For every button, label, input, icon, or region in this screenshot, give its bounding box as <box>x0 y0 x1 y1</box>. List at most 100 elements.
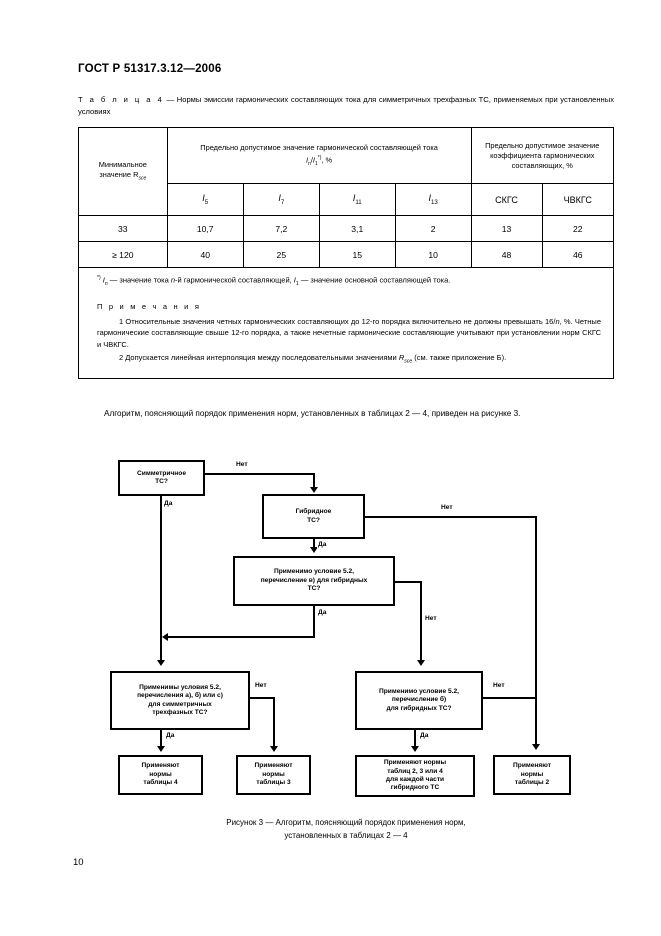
flowbox-result-t234-line4: гибридного ТС <box>390 784 440 792</box>
table-caption-dash: — <box>163 95 177 104</box>
cell-i13: 2 <box>394 215 472 242</box>
cell-i5: 10,7 <box>166 215 244 242</box>
arrow-sym-yes <box>157 660 165 666</box>
flowbox-cond-b-line2: перечисление б) <box>391 696 447 704</box>
flowbox-result-table3: Применяют нормы таблицы 3 <box>236 755 311 795</box>
header-cell-skgs: СКГС <box>470 183 543 216</box>
flowbox-result-t2-line1: Применяют <box>513 762 551 770</box>
edge-label-sym-no: Нет <box>235 461 249 468</box>
edge-sym-no-v <box>313 473 316 488</box>
arrow-condv-no <box>417 660 425 666</box>
header-cell-coeff-group: Предельно допустимое значение коэффициен… <box>470 127 614 184</box>
header-current-text: Предельно допустимое значение гармоничес… <box>200 142 438 152</box>
edge-label-condb-no: Нет <box>492 682 506 689</box>
cell-i11: 3,1 <box>318 215 396 242</box>
edge-condv-yes-v <box>313 606 316 638</box>
flowbox-result-t234-line1: Применяют нормы <box>383 759 447 767</box>
cell-i13: 10 <box>394 241 472 268</box>
header-current-unit: , % <box>321 155 333 164</box>
flowbox-result-t234-line3: для каждой части <box>385 776 445 783</box>
footnote-text-a: — значение тока <box>107 275 171 285</box>
footnote-text-b: -й гармонической составляющей, <box>175 275 294 285</box>
edge-condv-yes-h <box>168 636 315 639</box>
flowbox-cond-abc-sym: Применимы условия 5.2, перечисления а), … <box>110 671 250 730</box>
flowbox-cond-abc-line4: трехфазных ТС? <box>152 708 208 716</box>
footnote-marker: *) <box>97 275 101 281</box>
note-2-part2: (см. также приложение Б). <box>412 353 507 363</box>
note-1-part2: , %. Четные гармонические составляющие с… <box>97 316 601 349</box>
arrow-condabc-yes <box>157 746 165 752</box>
edge-condabc-no-v <box>273 697 276 748</box>
arrow-sym-no <box>310 487 318 493</box>
footnote-sym-in: I <box>102 275 105 285</box>
edge-label-condb-yes: Да <box>419 732 430 739</box>
arrow-hyb-no <box>532 744 540 750</box>
header-current-sup: *) <box>317 154 322 161</box>
header-current-slash: / <box>310 155 313 164</box>
flowbox-cond-abc-line2: перечисления а), б) или с) <box>137 692 223 700</box>
page-number: 10 <box>73 857 84 868</box>
cell-chvkgs: 22 <box>541 215 615 242</box>
edge-condb-yes-v <box>414 730 417 748</box>
table-row: 33 10,7 7,2 3,1 2 13 22 <box>78 215 615 242</box>
flowbox-cond-b-line3: для гибридных ТС? <box>386 704 452 712</box>
header-i11-sub: 11 <box>355 198 362 206</box>
cell-skgs: 48 <box>470 241 543 268</box>
flowbox-cond-v-line3: ТС? <box>307 585 321 593</box>
header-i5-sub: 5 <box>204 198 209 206</box>
header-i11-sym: I <box>352 193 356 204</box>
flowbox-cond-v-hybrid: Применимо условие 5.2, перечисление в) д… <box>233 556 395 606</box>
edge-label-hyb-no: Нет <box>440 504 454 511</box>
flowbox-result-table234: Применяют нормы таблиц 2, 3 или 4 для ка… <box>355 755 475 797</box>
table-caption-text: Нормы эмиссии гармонических составляющих… <box>78 95 614 116</box>
flowbox-cond-abc-line3: для симметричных <box>148 700 212 708</box>
arrow-condv-yes <box>162 633 168 641</box>
header-i13-sub: 13 <box>430 198 438 206</box>
header-cell-i11: I11 <box>318 183 396 216</box>
header-cell-i13: I13 <box>394 183 472 216</box>
flowbox-result-t3-line2: нормы <box>262 770 285 778</box>
arrow-condb-yes <box>411 746 419 752</box>
cell-skgs: 13 <box>470 215 543 242</box>
table-caption: Т а б л и ц а 4 — Нормы эмиссии гармонич… <box>78 94 614 117</box>
intro-paragraph: Алгоритм, поясняющий порядок применения … <box>104 409 521 418</box>
flowbox-cond-b-hybrid: Применимо условие 5.2, перечисление б) д… <box>355 671 483 730</box>
flowbox-result-t234-line2: таблиц 2, 3 или 4 <box>387 767 443 775</box>
flowbox-result-t4-line2: нормы <box>149 770 172 778</box>
header-i7-sym: I <box>278 193 281 204</box>
note-2: 2 Допускается линейная интерполяция межд… <box>97 352 601 368</box>
table-row: ≥ 120 40 25 15 10 48 46 <box>78 241 615 268</box>
footnote-sym-n: n <box>170 275 176 285</box>
header-current-den: I <box>312 155 315 164</box>
edge-label-sym-yes: Да <box>163 500 174 507</box>
notes-heading: П р и м е ч а н и я <box>97 302 202 312</box>
edge-hyb-no-h <box>365 516 537 519</box>
standard-title: ГОСТ Р 51317.3.12—2006 <box>78 63 222 75</box>
note-1-part1: 1 Относительные значения четных гармонич… <box>119 316 556 326</box>
flowbox-result-t2-line3: таблицы 2 <box>514 779 550 787</box>
footnote-star: *) In — значение тока n-й гармонической … <box>97 273 601 290</box>
header-rsce-sub: sce <box>138 175 147 182</box>
figure-caption-line1: Рисунок 3 — Алгоритм, поясняющий порядок… <box>226 818 466 827</box>
cell-rsce: 33 <box>78 215 168 242</box>
flowbox-symmetric-line2: ТС? <box>155 478 168 485</box>
cell-i7: 7,2 <box>242 215 320 242</box>
harmonics-limits-table: Минимальное значение Rsce Предельно допу… <box>78 127 615 268</box>
edge-sym-yes-v <box>160 496 163 662</box>
footnote-sym-i1-sub: 1 <box>295 281 299 287</box>
flowbox-hybrid: Гибридное ТС? <box>262 494 365 539</box>
header-current-den-sub: 1 <box>314 160 318 167</box>
flowbox-result-t3-line3: таблицы 3 <box>256 779 291 787</box>
flowbox-cond-v-line1: Применимо условие 5.2, <box>274 568 354 576</box>
arrow-condabc-no <box>270 746 278 752</box>
edge-hyb-yes-v <box>313 539 316 549</box>
table-footnote-block: *) In — значение тока n-й гармонической … <box>78 265 614 379</box>
figure-caption-line2: установленных в таблицах 2 — 4 <box>284 831 408 840</box>
cell-i7: 25 <box>242 241 320 268</box>
header-cell-rsce: Минимальное значение Rsce <box>78 127 168 216</box>
edge-label-condv-yes: Да <box>317 609 328 616</box>
header-current-num-sub: n <box>308 160 311 167</box>
header-i13-sym: I <box>428 193 431 204</box>
flowbox-hybrid-line1: Гибридное <box>295 508 332 516</box>
